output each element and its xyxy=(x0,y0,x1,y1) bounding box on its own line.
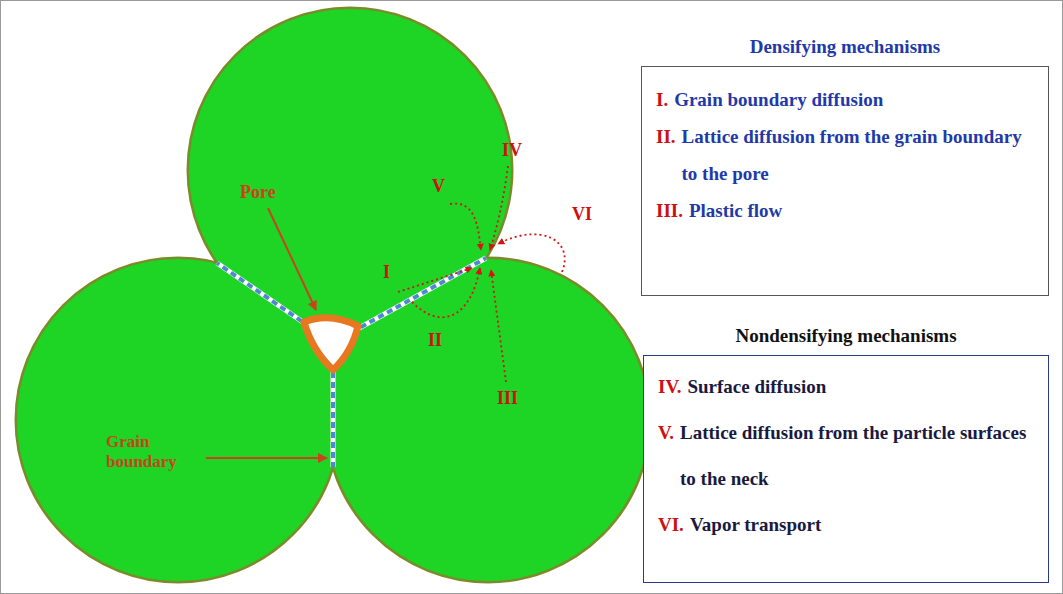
item-number: I. xyxy=(656,81,668,118)
grain-outline xyxy=(326,258,650,582)
grain-boundary-line xyxy=(352,258,486,332)
part-label: Pore xyxy=(240,182,320,203)
part-label: Grain boundary xyxy=(106,432,202,471)
grain-boundary-line xyxy=(217,263,310,327)
mechanism-item: II. Lattice diffusion from the grain boun… xyxy=(656,118,1036,192)
grain-outline xyxy=(16,258,340,582)
grain-boundaries xyxy=(217,258,486,467)
pointer-arrow xyxy=(206,457,327,459)
callout-number: VI xyxy=(572,204,602,225)
mechanism-item: V.Lattice diffusion from the particle su… xyxy=(658,410,1036,502)
item-text: Vapor transport xyxy=(690,502,1036,548)
mechanism-item: I.Grain boundary diffusion xyxy=(656,81,1036,118)
pore xyxy=(304,318,358,370)
callout-number: II xyxy=(428,330,452,351)
box-heading: Densifying mechanisms xyxy=(642,35,1048,59)
mechanism-item: VI.Vapor transport xyxy=(658,502,1036,548)
mechanism-arrow xyxy=(490,166,508,250)
mechanism-box: Densifying mechanismsI.Grain boundary di… xyxy=(641,66,1049,296)
item-number: II. xyxy=(656,118,676,192)
pointer-arrow xyxy=(268,208,316,310)
grain-boundary-line xyxy=(331,372,336,467)
callout-number: V xyxy=(432,176,452,197)
mechanism-arrow xyxy=(491,270,506,382)
box-heading: Nondensifying mechanisms xyxy=(644,324,1048,348)
mechanism-item: III.Plastic flow xyxy=(656,192,1036,229)
item-text: Plastic flow xyxy=(689,192,1036,229)
mechanism-item: IV. Surface diffusion xyxy=(658,364,1036,410)
grain-boundary-line xyxy=(217,263,310,327)
grain xyxy=(17,259,339,581)
item-text: Lattice diffusion from the grain boundar… xyxy=(682,118,1036,192)
grain-boundary-line xyxy=(331,372,335,467)
callout-number: IV xyxy=(502,140,532,161)
item-number: IV. xyxy=(658,364,681,410)
mechanism-arrow xyxy=(498,234,565,272)
callout-number: III xyxy=(497,388,527,409)
item-number: VI. xyxy=(658,502,684,548)
item-text: Grain boundary diffusion xyxy=(674,81,1036,118)
item-text: Surface diffusion xyxy=(687,364,1036,410)
mechanism-box: Nondensifying mechanismsIV.Surface diffu… xyxy=(643,355,1049,583)
callout-number: I xyxy=(383,262,403,283)
item-text: Lattice diffusion from the particle surf… xyxy=(680,410,1036,502)
mechanism-arrow xyxy=(450,204,481,250)
grain-boundary-line xyxy=(352,258,486,332)
item-number: V. xyxy=(658,410,674,502)
mechanism-arrow xyxy=(398,268,472,292)
item-number: III. xyxy=(656,192,683,229)
mechanism-arrows xyxy=(398,166,565,382)
mechanism-arrow xyxy=(412,268,480,317)
grain xyxy=(327,259,649,581)
